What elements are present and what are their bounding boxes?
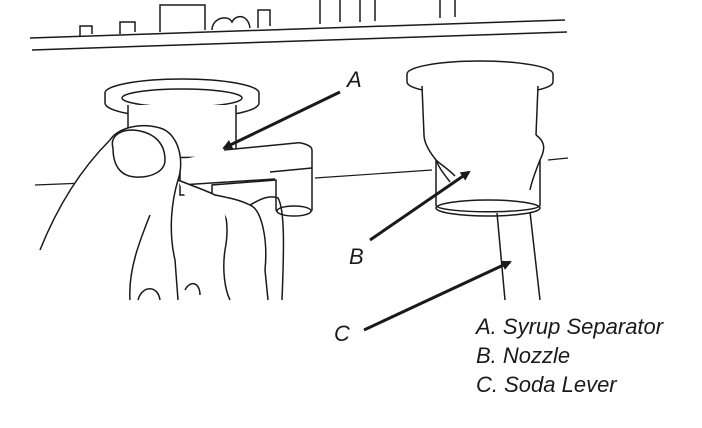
syrup-separator-illustration (104, 78, 313, 217)
arrow-a (222, 90, 341, 150)
legend: A. Syrup Separator B. Nozzle C. Soda Lev… (476, 312, 663, 399)
nozzle-illustration (406, 60, 554, 217)
callout-b-label: B (349, 244, 364, 269)
arrow-b (369, 170, 471, 242)
callout-a-label: A (345, 67, 362, 92)
legend-item-nozzle: B. Nozzle (476, 343, 571, 368)
legend-item-soda-lever: C. Soda Lever (476, 372, 617, 397)
legend-item-syrup-separator: A. Syrup Separator (476, 314, 664, 339)
callout-arrows (222, 90, 512, 332)
callout-c-label: C (334, 321, 350, 346)
arrow-c (363, 260, 512, 332)
top-panel (29, 0, 568, 51)
hand-illustration (39, 124, 285, 301)
soda-lever-illustration (496, 211, 541, 301)
